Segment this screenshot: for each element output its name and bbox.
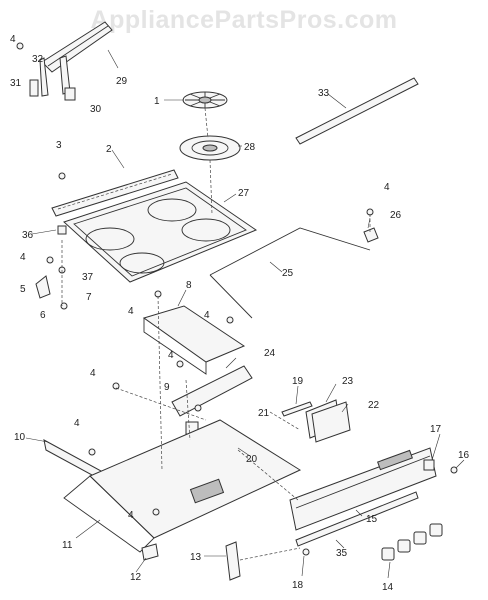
label-8: 8	[186, 280, 192, 291]
part-rear-trim	[39, 21, 113, 97]
label-4g: 4	[74, 418, 80, 429]
part-strip-33	[295, 77, 419, 145]
part-clip-26	[363, 227, 379, 243]
label-28: 28	[244, 142, 256, 153]
label-22: 22	[368, 400, 380, 411]
label-19: 19	[292, 376, 304, 387]
part-leg-13	[225, 541, 241, 581]
label-29: 29	[116, 76, 128, 87]
label-17: 17	[430, 424, 442, 435]
part-burner-spider	[182, 91, 228, 109]
label-4f: 4	[90, 368, 96, 379]
part-bracket-5	[35, 275, 51, 299]
part-bracket-30	[64, 87, 76, 101]
label-6: 6	[40, 310, 46, 321]
label-4h: 4	[128, 510, 134, 521]
part-strip-19	[281, 401, 313, 417]
label-16: 16	[458, 450, 470, 461]
label-4e: 4	[168, 350, 174, 361]
label-31: 31	[10, 78, 22, 89]
label-33: 33	[318, 88, 330, 99]
label-13: 13	[190, 552, 202, 563]
label-5: 5	[20, 284, 26, 295]
watermark: AppliancePartsPros.com	[90, 6, 398, 34]
label-2: 2	[106, 144, 112, 155]
label-10: 10	[14, 432, 26, 443]
label-1: 1	[154, 96, 160, 107]
label-14: 14	[382, 582, 394, 593]
label-23: 23	[342, 376, 354, 387]
label-20: 20	[246, 454, 258, 465]
part-knobs	[381, 523, 443, 561]
label-36: 36	[22, 230, 34, 241]
label-21: 21	[258, 408, 270, 419]
label-32: 32	[32, 54, 44, 65]
part-bracket-32	[29, 79, 39, 97]
label-4b: 4	[20, 252, 26, 263]
part-screws	[16, 42, 458, 556]
part-rod-25	[209, 227, 371, 319]
label-4c: 4	[128, 306, 134, 317]
part-drip-bowl	[179, 135, 241, 161]
assembly-lines	[61, 107, 371, 561]
label-27: 27	[238, 188, 250, 199]
leader-lines	[25, 49, 465, 579]
label-4d: 4	[204, 310, 210, 321]
label-9: 9	[164, 382, 170, 393]
label-3: 3	[56, 140, 62, 151]
label-37: 37	[82, 272, 94, 283]
label-11: 11	[62, 540, 73, 551]
part-small-36	[57, 225, 67, 235]
label-24: 24	[264, 348, 276, 359]
part-trim-strip-2	[51, 169, 179, 217]
label-4a: 4	[10, 34, 16, 45]
label-12: 12	[130, 572, 142, 583]
label-18: 18	[292, 580, 304, 591]
label-7: 7	[86, 292, 92, 303]
label-15: 15	[366, 514, 378, 525]
part-leg-12	[141, 543, 159, 561]
part-labels: 1 2 3 4 4 4 4 4 4 4 4 4 5 6 7 8 9 10 11 …	[10, 34, 470, 593]
part-control-panel	[289, 447, 437, 531]
label-30: 30	[90, 104, 102, 115]
part-strip-35	[295, 491, 419, 547]
part-block-22	[311, 401, 351, 443]
part-panel-24	[171, 365, 253, 417]
label-35: 35	[336, 548, 348, 559]
part-base-pan	[63, 419, 302, 553]
label-25: 25	[282, 268, 294, 279]
part-cooktop	[63, 181, 258, 283]
part-shield-8	[142, 305, 246, 375]
label-26: 26	[390, 210, 402, 221]
part-clip-17	[423, 459, 435, 471]
label-4i: 4	[384, 182, 390, 193]
